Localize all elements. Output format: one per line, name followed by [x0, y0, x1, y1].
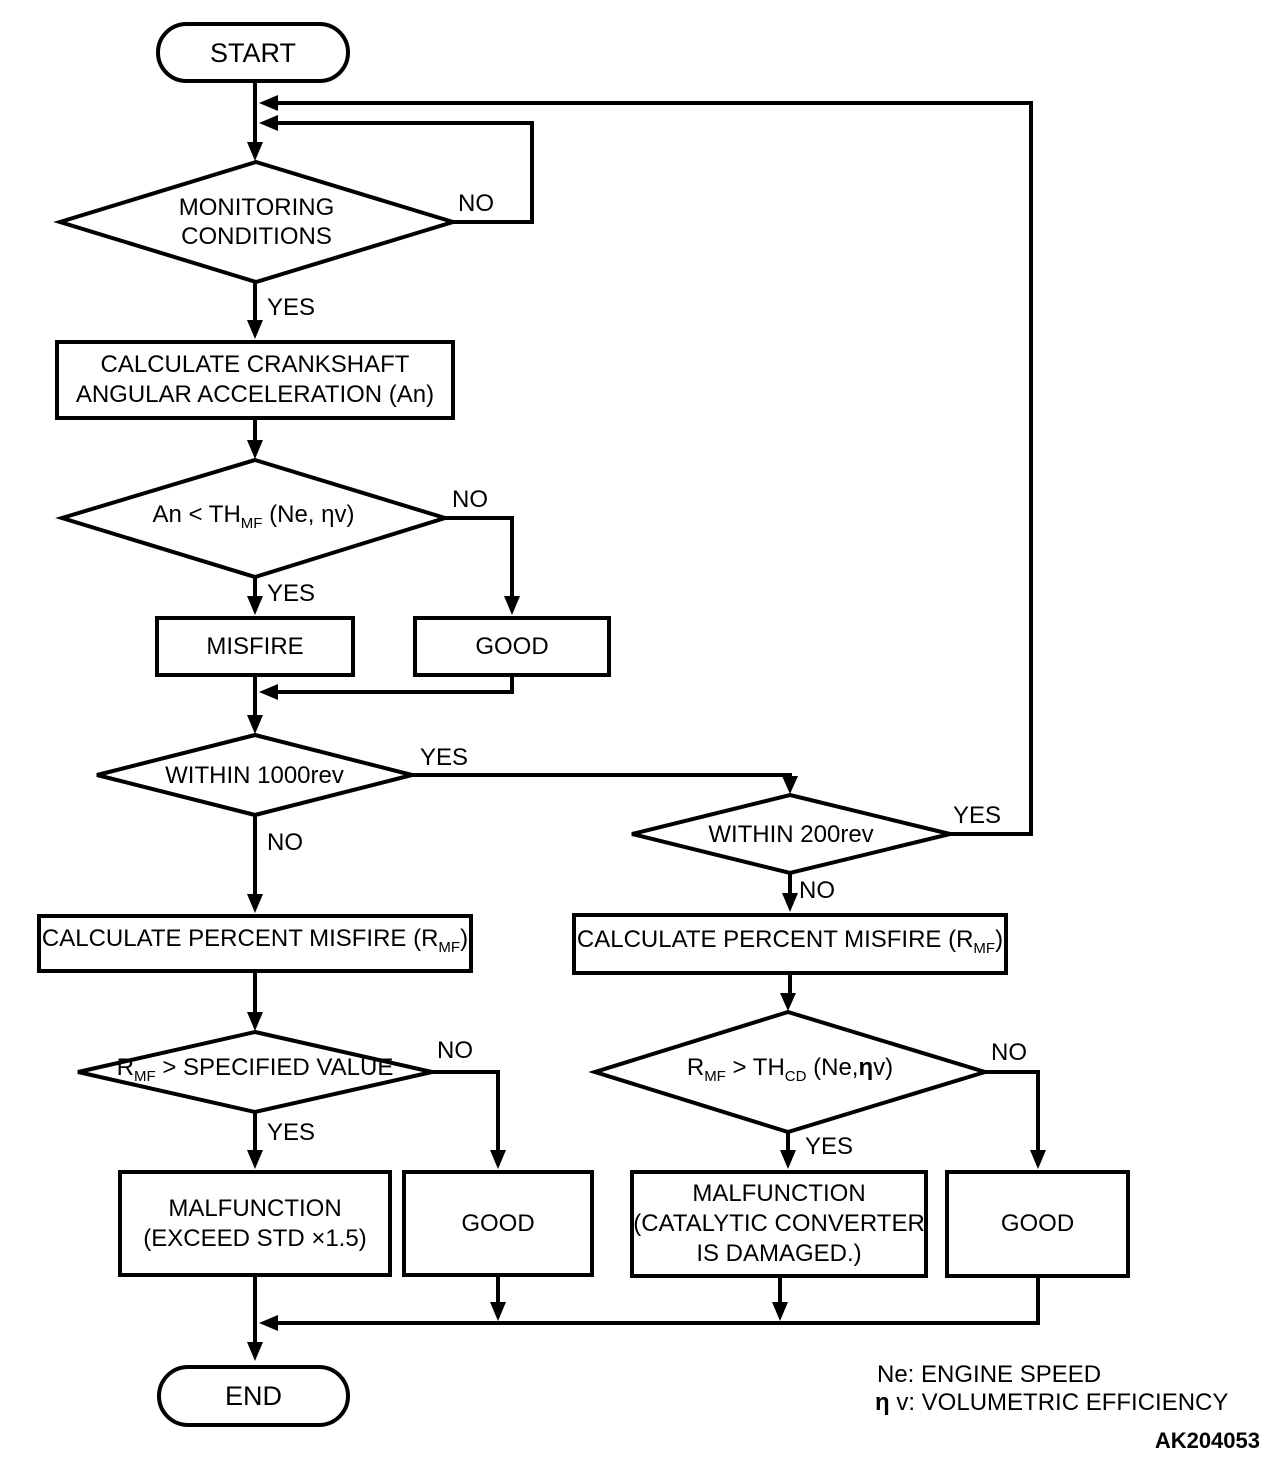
decision-monitoring-conditions: MONITORING CONDITIONS — [60, 162, 453, 282]
edge-loop-monitoring-no — [277, 121, 534, 224]
an-threshold-diamond-shape — [55, 457, 452, 580]
edge-label-thcd-yes: YES — [805, 1133, 854, 1160]
decision-text: RMF > SPECIFIED VALUE — [116, 1054, 394, 1085]
edge-label-w1000-yes: YES — [420, 744, 469, 771]
rmf-specified-diamond-shape — [77, 1029, 433, 1115]
process-text: MISFIRE — [206, 632, 304, 660]
edge-label-w200-yes: YES — [953, 802, 1002, 829]
process-malfunction-exceed: MALFUNCTION (EXCEED STD ×1.5) — [118, 1170, 392, 1277]
decision-text: MONITORING — [178, 194, 335, 221]
within-200rev-diamond-shape — [631, 792, 951, 876]
edge-an-no — [445, 516, 514, 600]
legend-engine-speed: Ne: ENGINE SPEED — [877, 1361, 1102, 1388]
process-good-lower-left: GOOD — [402, 1170, 594, 1277]
edge-label-spec-yes: YES — [267, 1119, 316, 1146]
decision-text: WITHIN 1000rev — [165, 761, 344, 789]
edge-label-w200-no: NO — [799, 877, 835, 904]
edge-good1-merge — [277, 677, 514, 694]
process-calculate-acceleration: CALCULATE CRANKSHAFT ANGULAR ACCELERATIO… — [55, 340, 455, 420]
decision-within-200rev: WITHIN 200rev — [632, 795, 950, 873]
process-text: MALFUNCTION — [168, 1194, 342, 1222]
process-good-upper: GOOD — [413, 616, 611, 677]
edge-bottom-merge — [277, 1278, 1040, 1325]
arrowheads — [247, 95, 1046, 1361]
process-malfunction-catalytic: MALFUNCTION (CATALYTIC CONVERTER IS DAMA… — [630, 1170, 928, 1278]
rmf-thcd-diamond-shape — [588, 1009, 992, 1135]
process-text: CALCULATE PERCENT MISFIRE (RMF) — [576, 925, 1004, 957]
process-text: GOOD — [1000, 1210, 1075, 1237]
edge-spec-no — [432, 1070, 500, 1154]
process-text: GOOD — [475, 632, 549, 660]
process-text: (CATALYTIC CONVERTER — [633, 1210, 925, 1237]
edge-label-spec-no: NO — [437, 1037, 473, 1064]
process-text: MALFUNCTION — [692, 1180, 866, 1207]
edge-label-monitoring-yes: YES — [267, 294, 316, 321]
process-text: IS DAMAGED.) — [696, 1240, 862, 1267]
decision-text: WITHIN 200rev — [708, 820, 874, 848]
monitoring-diamond-shape — [53, 159, 460, 285]
edge-loop-200rev-yes — [277, 101, 1033, 836]
edge-label-an-yes: YES — [267, 580, 316, 607]
decision-rmf-specified: RMF > SPECIFIED VALUE — [78, 1032, 432, 1112]
end-label: END — [224, 1381, 282, 1411]
start-label: START — [209, 37, 296, 68]
process-text: ANGULAR ACCELERATION (An) — [75, 381, 435, 408]
edge-label-thcd-no: NO — [991, 1039, 1027, 1066]
decision-within-1000rev: WITHIN 1000rev — [97, 735, 412, 815]
decision-text: An < THMF (Ne, ηv) — [152, 500, 355, 532]
edge-label-w1000-no: NO — [267, 829, 303, 856]
process-text: (EXCEED STD ×1.5) — [143, 1224, 367, 1252]
edge-thcd-no — [985, 1070, 1040, 1154]
process-text: GOOD — [461, 1209, 535, 1237]
within-1000rev-diamond-shape — [96, 732, 413, 818]
decision-rmf-thcd: RMF > THCD (Ne,ηv) — [595, 1012, 985, 1132]
process-calculate-percent-right: CALCULATE PERCENT MISFIRE (RMF) — [572, 913, 1008, 975]
decision-an-threshold: An < THMF (Ne, ηv) — [62, 460, 445, 577]
start-terminal: START — [156, 22, 350, 83]
process-text: CALCULATE PERCENT MISFIRE (RMF) — [41, 925, 469, 956]
edge-label-an-no: NO — [452, 486, 488, 513]
legend-volumetric-efficiency: η v: VOLUMETRIC EFFICIENCY — [875, 1389, 1229, 1416]
edge-w1000-yes — [412, 773, 792, 779]
drawing-code: AK204053 — [1154, 1428, 1260, 1453]
process-good-lower-right: GOOD — [945, 1170, 1130, 1278]
process-calculate-percent-left: CALCULATE PERCENT MISFIRE (RMF) — [37, 914, 473, 973]
process-text: CALCULATE CRANKSHAFT — [100, 351, 410, 378]
decision-text: CONDITIONS — [181, 223, 332, 250]
end-terminal: END — [157, 1365, 350, 1427]
edge-label-monitoring-no: NO — [458, 190, 494, 217]
decision-text: RMF > THCD (Ne,ηv) — [686, 1054, 894, 1085]
process-misfire: MISFIRE — [155, 616, 355, 677]
